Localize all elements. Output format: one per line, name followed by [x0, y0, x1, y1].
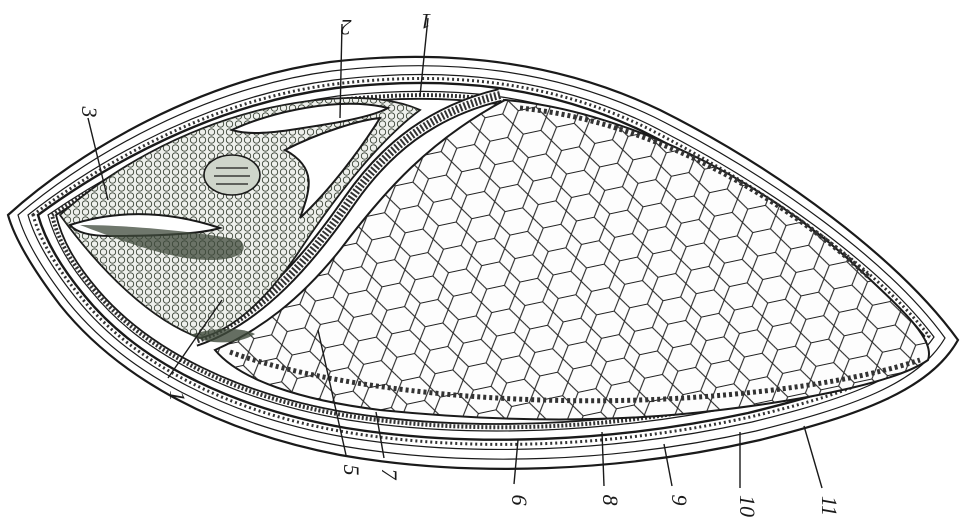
label-8: 8 — [598, 495, 623, 506]
label-2: 2 — [341, 15, 352, 40]
label-1-top: 1 — [421, 9, 432, 34]
label-1-bottom: 1 — [165, 391, 190, 402]
label-3: 3 — [77, 106, 102, 118]
label-5: 5 — [339, 465, 364, 476]
growing-point — [204, 155, 260, 195]
label-10: 10 — [735, 495, 760, 517]
label-6: 6 — [507, 495, 532, 506]
label-7: 7 — [377, 469, 402, 481]
label-9: 9 — [667, 495, 692, 506]
label-11: 11 — [817, 496, 842, 516]
